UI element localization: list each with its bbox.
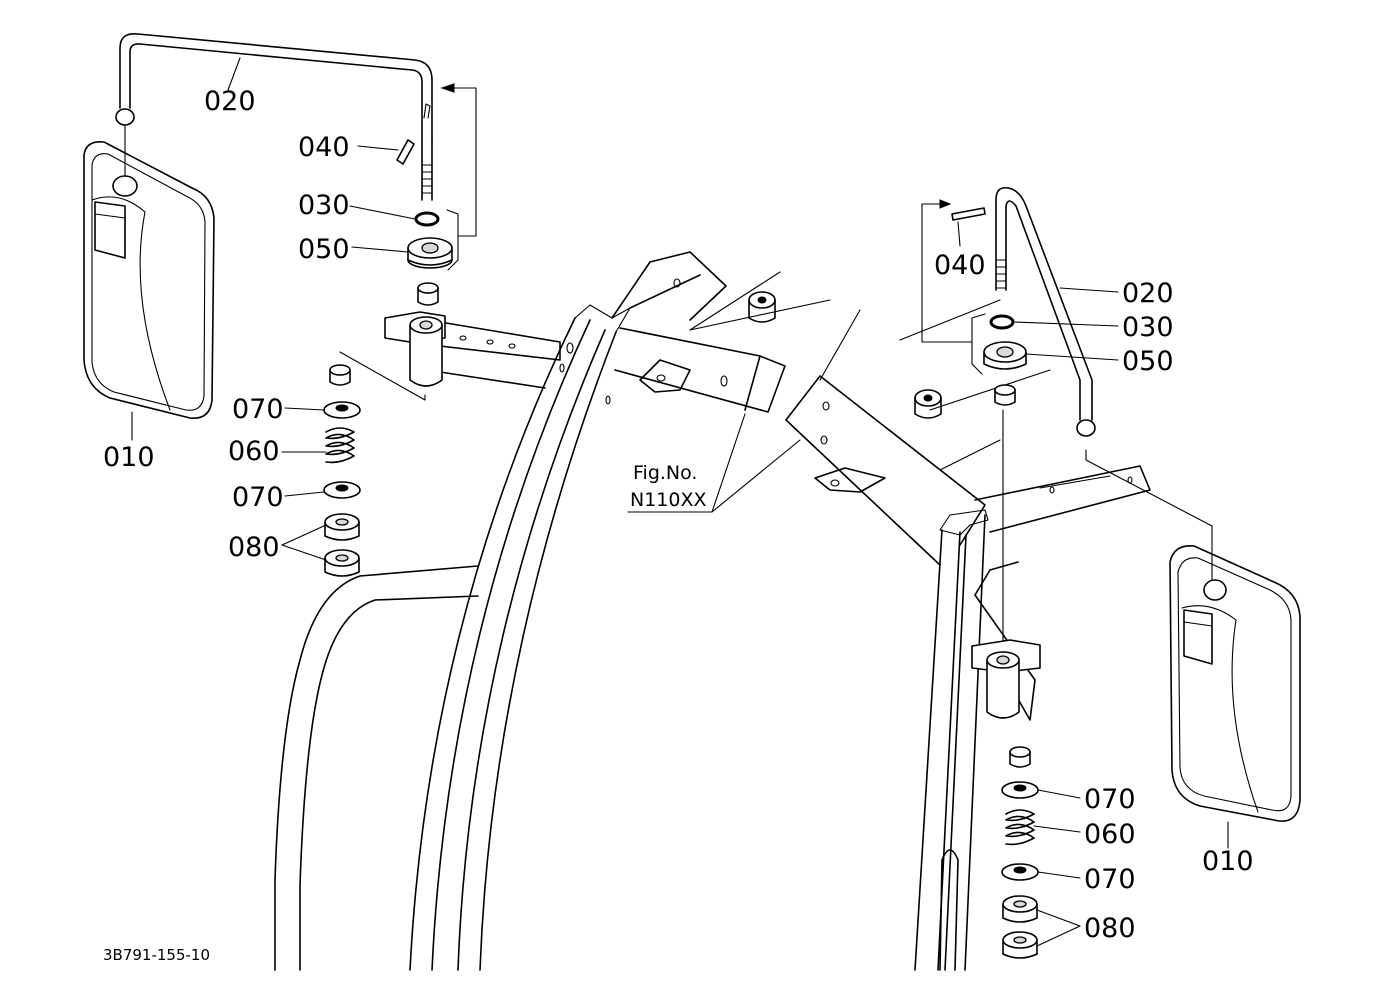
- label-left-070-upper: 070: [232, 394, 284, 425]
- right-washer-070-lower: [1001, 863, 1039, 881]
- drawing-code: 3B791-155-10: [103, 946, 210, 964]
- left-mirror-010: [83, 140, 215, 419]
- left-pin-040: [396, 103, 431, 165]
- right-part-labels: 040 020 030 050 070 060 070 080 010: [934, 250, 1254, 944]
- right-stay-020: [995, 186, 1093, 421]
- label-left-010: 010: [103, 442, 155, 473]
- left-bushing: [417, 282, 439, 306]
- right-nut-080-upper: [1002, 895, 1038, 923]
- label-right-040: 040: [934, 250, 986, 281]
- label-left-040: 040: [298, 132, 350, 163]
- figure-reference-leader: [627, 413, 801, 513]
- figure-reference: Fig.No. N110XX: [630, 462, 707, 511]
- label-right-070-upper: 070: [1084, 784, 1136, 815]
- left-oring-030: [414, 211, 440, 227]
- right-spring-060: [1005, 809, 1035, 846]
- label-right-010: 010: [1202, 846, 1254, 877]
- left-ball-joint: [115, 108, 135, 126]
- label-left-060: 060: [228, 436, 280, 467]
- left-pivot-housing: [384, 311, 446, 387]
- label-left-050: 050: [298, 234, 350, 265]
- left-nut-080-upper: [324, 513, 360, 541]
- right-assembly: [921, 186, 1301, 959]
- label-right-020: 020: [1122, 278, 1174, 309]
- left-nut-080-lower: [324, 549, 360, 577]
- left-washer-070-upper: [323, 401, 361, 419]
- right-mirror-010: [1169, 545, 1301, 822]
- left-spring-060: [325, 427, 355, 464]
- label-right-060: 060: [1084, 819, 1136, 850]
- label-left-020: 020: [204, 86, 256, 117]
- right-collar-050: [983, 341, 1027, 370]
- label-left-030: 030: [298, 190, 350, 221]
- right-pin-040: [951, 207, 986, 221]
- right-bushing: [994, 384, 1016, 406]
- right-ball-joint: [1076, 419, 1096, 437]
- figure-reference-line1: Fig.No.: [633, 462, 697, 484]
- left-washer-070-lower: [323, 481, 361, 499]
- right-washer-070-upper: [1001, 781, 1039, 799]
- right-nut-080-lower: [1002, 931, 1038, 959]
- label-left-080: 080: [228, 532, 280, 563]
- left-part-labels: 020 040 030 050 070 060 070 080 010: [103, 86, 350, 563]
- left-small-bushing: [329, 364, 351, 386]
- rops-frame: [274, 251, 1151, 971]
- figure-reference-line2: N110XX: [630, 489, 707, 511]
- left-collar-050: [407, 237, 453, 269]
- label-right-080: 080: [1084, 913, 1136, 944]
- left-assembly: [83, 32, 477, 577]
- label-right-030: 030: [1122, 312, 1174, 343]
- right-small-bushing: [1009, 746, 1031, 768]
- label-left-070-lower: 070: [232, 482, 284, 513]
- label-right-070-lower: 070: [1084, 864, 1136, 895]
- left-stay-020: [119, 32, 433, 141]
- right-oring-030: [989, 314, 1015, 330]
- label-right-050: 050: [1122, 346, 1174, 377]
- right-pivot-housing: [971, 639, 1041, 719]
